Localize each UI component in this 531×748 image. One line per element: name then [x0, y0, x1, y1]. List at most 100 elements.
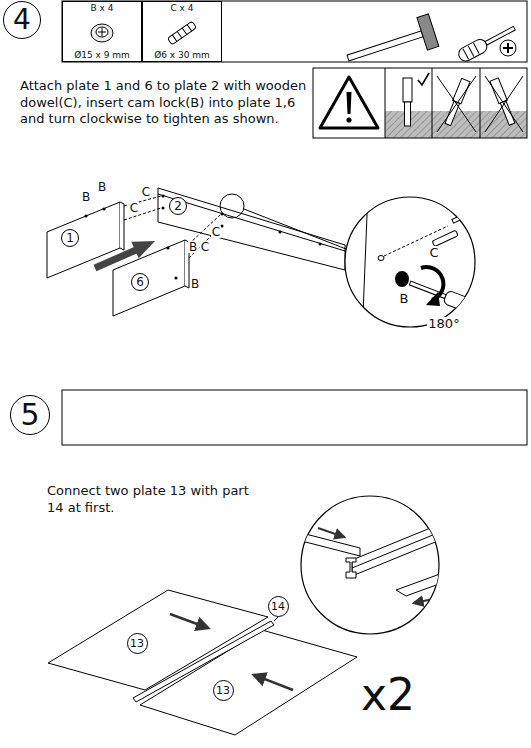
correct-dowel	[403, 73, 429, 126]
correct-dowel	[405, 102, 411, 126]
wrong-dowel	[490, 78, 507, 104]
plate-13	[140, 630, 357, 735]
callout-number: 13	[213, 680, 234, 701]
callout-number: 13	[127, 633, 148, 654]
zoom-detail	[407, 276, 494, 321]
warning-box	[480, 68, 481, 138]
zoom-detail	[352, 528, 450, 568]
plate-13	[170, 614, 208, 628]
phillips-icon	[507, 43, 509, 53]
zoom-detail	[466, 209, 473, 218]
zoom-detail	[414, 598, 438, 603]
part-label: C	[141, 186, 151, 198]
plate-2	[162, 195, 165, 198]
zoom-detail	[421, 267, 443, 300]
push-arrow	[95, 241, 155, 268]
zoom-detail	[318, 528, 344, 537]
push-arrow	[95, 250, 136, 268]
node-text: Ø6 x 30 mm	[154, 50, 210, 60]
cam-lock-icon	[96, 27, 108, 37]
step-number: 4	[3, 1, 41, 39]
part-cell: C x 4 Ø6 x 30 mm	[142, 1, 222, 62]
part-label: C	[200, 241, 210, 253]
node-text: 5	[20, 400, 39, 430]
node-text: B x 4	[91, 3, 114, 13]
quantity: x2	[360, 673, 416, 717]
part-label: C	[129, 202, 139, 214]
zoom-detail	[290, 520, 450, 603]
warning-box	[313, 68, 527, 138]
callout-number: 1	[61, 229, 79, 247]
part-14	[133, 621, 274, 702]
parts-header-box	[62, 1, 527, 62]
node-text: C x 4	[170, 3, 193, 13]
dowel-icon	[182, 28, 187, 35]
plate-13	[254, 675, 293, 690]
part-cell: B x 4 Ø15 x 9 mm	[62, 1, 142, 62]
part-label: B	[188, 241, 198, 253]
wrong-dowel	[437, 76, 476, 132]
wrong-dowel	[453, 78, 470, 104]
zoom-leader	[220, 194, 244, 218]
warning-box	[347, 92, 352, 114]
part-label: B	[97, 181, 107, 193]
dowel-icon	[172, 35, 177, 42]
part-14	[274, 617, 278, 621]
callout-number: 6	[131, 273, 149, 291]
zoom-detail	[346, 558, 356, 578]
instruction-text: Attach plate 1 and 6 to plate 2 with woo…	[20, 78, 312, 128]
correct-dowel	[403, 78, 412, 102]
wrong-dowel	[485, 76, 523, 132]
dowel-icon	[167, 21, 196, 45]
dowel-icon	[167, 21, 196, 45]
zoom-detail	[432, 230, 458, 246]
phillips-icon	[500, 40, 516, 56]
plate-1	[47, 202, 120, 278]
plate-2	[162, 207, 165, 210]
phillips-icon	[500, 40, 516, 56]
plate-1	[84, 214, 87, 217]
correct-dowel	[418, 73, 429, 85]
plate-6	[113, 240, 185, 316]
plate-13	[140, 630, 357, 735]
warning-box	[320, 77, 378, 128]
plate-2	[279, 231, 282, 234]
part-label: 180°	[427, 317, 460, 330]
zoom-detail	[368, 190, 480, 191]
wrong-dowel	[437, 76, 476, 132]
screwdriver-icon	[456, 37, 489, 63]
plate-1	[120, 202, 124, 250]
callout-number: 14	[268, 596, 289, 617]
dashed-guides	[124, 196, 220, 258]
zoom-leader	[244, 209, 346, 249]
wrong-dowel	[500, 101, 515, 126]
warning-box	[385, 68, 386, 138]
zoom-detail	[352, 520, 450, 576]
zoom-detail	[395, 271, 409, 287]
plate-1	[47, 202, 124, 278]
hammer-icon	[417, 14, 439, 50]
zoom-detail	[451, 209, 473, 225]
node-text: Ø15 x 9 mm	[74, 50, 130, 60]
cam-lock-icon	[91, 24, 113, 42]
zoom-detail	[426, 292, 440, 306]
zoom-detail	[290, 496, 450, 634]
step-box	[62, 390, 527, 445]
callout-number: 2	[169, 197, 187, 215]
wrong-dowel	[444, 78, 470, 126]
push-arrow	[131, 241, 155, 258]
zoom-detail	[396, 574, 450, 596]
screwdriver-icon	[456, 22, 517, 63]
plate-6	[174, 276, 177, 279]
dowel-icon	[177, 31, 182, 38]
node-text: 4	[13, 6, 31, 34]
zoom-detail	[362, 190, 495, 340]
part-label: B	[190, 278, 200, 290]
wrong-dowel	[485, 76, 523, 132]
plate-2	[319, 243, 322, 246]
dowel-icon	[187, 25, 192, 32]
zoom-leader	[220, 194, 346, 249]
hammer-icon	[347, 31, 423, 61]
screwdriver-icon	[468, 46, 474, 57]
warning-box	[346, 117, 351, 122]
